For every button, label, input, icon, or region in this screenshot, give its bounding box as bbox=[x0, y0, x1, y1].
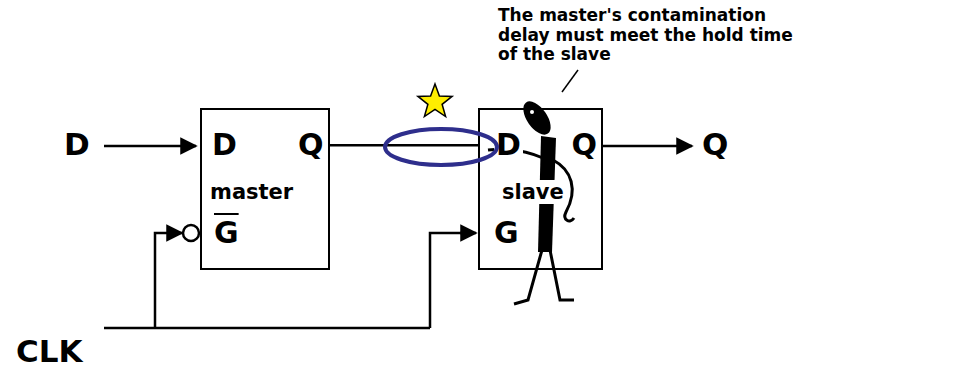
clock-arrow bbox=[460, 232, 476, 235]
signal-name: D bbox=[64, 127, 90, 163]
stick-figure bbox=[488, 97, 574, 304]
pin-name: G bbox=[494, 216, 519, 251]
pin-name: Q bbox=[569, 128, 599, 163]
latch-name: master bbox=[210, 180, 293, 204]
connecting-wire bbox=[330, 144, 478, 147]
signal-name: CLK bbox=[16, 334, 83, 370]
master-latch: D QmasterG bbox=[200, 108, 330, 270]
callout-note: The master's contamination delay must me… bbox=[498, 6, 798, 65]
star-symbol bbox=[418, 84, 452, 117]
clock-arrow bbox=[170, 232, 182, 235]
latch-name: slave bbox=[500, 180, 566, 204]
pin-name: G bbox=[214, 216, 239, 251]
clock-wire bbox=[104, 233, 474, 328]
pin-name: D bbox=[212, 128, 237, 163]
input-wire bbox=[104, 145, 196, 148]
pin-name: Q bbox=[298, 128, 324, 163]
leader-line bbox=[562, 70, 578, 92]
inversion-bubble bbox=[183, 225, 199, 241]
pin-name: D bbox=[494, 128, 523, 163]
highlight-ellipse bbox=[385, 129, 497, 165]
slave-latch: D QslaveG bbox=[478, 108, 603, 270]
output-wire bbox=[603, 145, 692, 148]
signal-name: Q bbox=[702, 127, 728, 163]
